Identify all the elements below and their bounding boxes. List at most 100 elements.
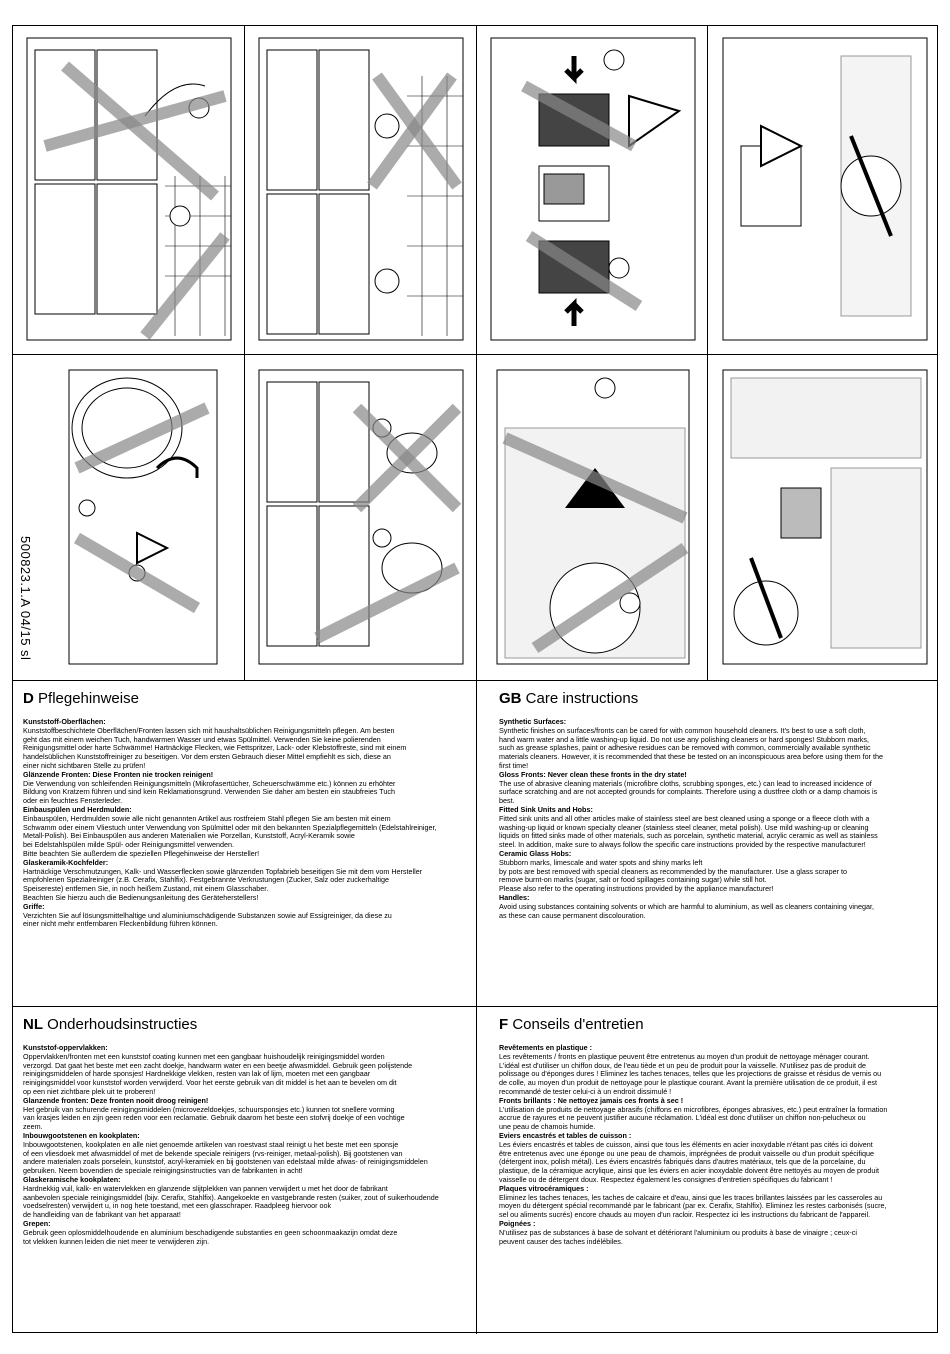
text-line: Les revêtements / fronts en plastique pe…	[499, 1051, 870, 1061]
section-nl: NL Onderhoudsinstructies Kunststof-opper…	[17, 1016, 472, 1326]
section-heading: Fronts brillants : Ne nettoyez jamais ce…	[499, 1095, 684, 1105]
text-line: washing-up liquid or known specialty cle…	[499, 822, 869, 832]
section-heading: Revêtements en plastique :	[499, 1043, 593, 1052]
text-line: plastique, de la céramique acrylique, ai…	[499, 1166, 879, 1176]
text-line: Stubborn marks, limescale and water spot…	[499, 857, 703, 867]
text-line: einer nicht sichtbaren Stelle zu prüfen!	[23, 760, 146, 770]
divider	[13, 680, 937, 681]
text-line: einer nicht mehr entfernbaren Fleckenbil…	[23, 919, 218, 929]
divider	[13, 354, 937, 355]
text-line: van krasjes leiden en zijn geen reden vo…	[23, 1113, 405, 1123]
section-heading: Fitted Sink Units and Hobs:	[499, 804, 593, 814]
text-line: accrue de rayures et ne peuvent justifie…	[499, 1113, 866, 1123]
text-line: Schwamm oder einem Vliestuch unter Verwe…	[23, 822, 437, 832]
section-fr: F Conseils d'entretien Revêtements en pl…	[493, 1016, 935, 1326]
text-line: voedselresten) verwijdert u, in nog hete…	[23, 1201, 332, 1211]
text-line: of een vliesdoek met afwasmiddel of met …	[23, 1148, 403, 1158]
section-body: Revêtements en plastique :Les revêtement…	[499, 1043, 929, 1246]
text-line: materials cleaners. However, it is recom…	[499, 752, 883, 762]
text-line: sel ou aliments sucrés) encore chauds au…	[499, 1210, 871, 1220]
section-heading: Glänzende Fronten: Diese Fronten nie tro…	[23, 769, 214, 779]
text-line: peuvent causer des taches indélébiles.	[499, 1236, 623, 1246]
section-heading: Einbauspülen und Herdmulden:	[23, 804, 132, 814]
text-line: Verzichten Sie auf lösungsmittelhaltige …	[23, 910, 392, 920]
section-heading: Inbouwgootstenen en kookplaten:	[23, 1130, 140, 1140]
section-body: Synthetic Surfaces:Synthetic finishes on…	[499, 717, 929, 920]
text-line: aanbevolen speciale reinigingsmiddel (bi…	[23, 1192, 439, 1202]
text-line: surface scratching and are not accepted …	[499, 787, 878, 797]
text-line: liquids on fitted sinks made of other ma…	[499, 831, 878, 841]
illustration-cleaning-front-cloth	[25, 36, 233, 342]
text-line: Synthetic finishes on surfaces/fronts ca…	[499, 725, 866, 735]
text-line: N'utilisez pas de substances à base de s…	[499, 1227, 857, 1237]
text-line: The use of abrasive cleaning materials (…	[499, 778, 872, 788]
text-line: Bitte beachten Sie außerdem die speziell…	[23, 848, 260, 858]
text-line: andere materialen zoals porselein, kunst…	[23, 1157, 428, 1167]
text-line: as these can cause permanent discolourat…	[499, 910, 646, 920]
section-heading: Kunststof-oppervlakken:	[23, 1043, 108, 1052]
text-line: de colle, au moyen d'un produit de netto…	[499, 1078, 878, 1088]
illustration-sink-cleaning	[67, 368, 219, 666]
text-line: Please also refer to the operating instr…	[499, 884, 774, 894]
section-body: Kunststoff-Oberflächen:Kunststoffbeschic…	[23, 717, 466, 929]
text-line: une peau de chamois humide.	[499, 1122, 596, 1132]
text-line: remove burnt-on marks (sugar, salt or fo…	[499, 875, 767, 885]
text-line: Oppervlakken/fronten met een kunststof c…	[23, 1051, 385, 1061]
text-line: Les éviers encastrés et tables de cuisso…	[499, 1139, 873, 1149]
text-line: hand warm water and a little washing-up …	[499, 734, 869, 744]
text-line: such as grease splashes, paint or adhesi…	[499, 743, 871, 753]
section-body: Kunststof-oppervlakken:Oppervlakken/fron…	[23, 1043, 466, 1246]
text-line: Eliminez les taches tenaces, les taches …	[499, 1192, 883, 1202]
divider	[13, 1006, 937, 1007]
section-heading: Plaques vitrocéramiques :	[499, 1183, 589, 1193]
section-heading: Gloss Fronts: Never clean these fronts i…	[499, 769, 687, 779]
text-line: Kunststoffbeschichtete Oberflächen/Front…	[23, 725, 395, 735]
section-title: D Pflegehinweise	[23, 690, 139, 707]
illustration-cutting-board	[257, 36, 465, 342]
text-line: bei Edelstahlspülen milde Spül- oder Rei…	[23, 840, 234, 850]
section-heading: Griffe:	[23, 901, 45, 911]
section-heading: Eviers encastrés et tables de cuisson :	[499, 1130, 632, 1140]
text-line: empfohlenen Spezialreiniger (z.B. Cerafi…	[23, 875, 389, 885]
text-line: recommandé de tester celui-ci à un endro…	[499, 1086, 672, 1096]
section-heading: Handles:	[499, 892, 530, 902]
section-heading: Glanzende fronten: Deze fronten nooit dr…	[23, 1095, 209, 1105]
text-line: by pots are best removed with special cl…	[499, 866, 847, 876]
text-line: first time!	[499, 760, 529, 770]
text-line: L'utilisation de produits de nettoyage a…	[499, 1104, 888, 1114]
section-heading: Poignées :	[499, 1218, 536, 1228]
text-line: être entretenus avec une éponge ou une p…	[499, 1148, 874, 1158]
text-line: Beachten Sie hierzu auch die Bedienungsa…	[23, 892, 259, 902]
text-line: reinigingsmiddelen of harde sponsjes! Ha…	[23, 1069, 371, 1079]
illustration-silicone-sealing	[721, 36, 929, 342]
illustration-silicone-corner	[721, 368, 929, 666]
text-line: steel. In addition, make sure to always …	[499, 840, 866, 850]
text-line: Einbauspülen, Herdmulden sowie alle nich…	[23, 813, 391, 823]
text-line: oder ein feuchtes Fensterleder.	[23, 796, 123, 806]
text-line: op een niet zichtbare plek uit te prober…	[23, 1086, 156, 1096]
text-line: (détergent inox, polish métal). Les évie…	[499, 1157, 866, 1167]
text-line: Fitted sink units and all other articles…	[499, 813, 870, 823]
divider	[476, 26, 477, 1334]
section-heading: Synthetic Surfaces:	[499, 717, 567, 726]
text-line: Die Verwendung von schleifenden Reinigun…	[23, 778, 396, 788]
divider	[707, 26, 708, 680]
text-line: best.	[499, 796, 515, 806]
text-line: Hardnekkig vuil, kalk- en watervlekken e…	[23, 1183, 388, 1193]
text-line: Metall-Polish). Bei Einbauspülen aus and…	[23, 831, 355, 841]
text-line: Speisereste) entfernen Sie, in noch heiß…	[23, 884, 269, 894]
text-line: polissage ou d'éponges dures ! Eliminez …	[499, 1069, 882, 1079]
text-line: verzorgd. Dat gaat het beste met een zac…	[23, 1060, 413, 1070]
text-line: de handleiding van de fabrikant van het …	[23, 1210, 181, 1220]
section-heading: Grepen:	[23, 1218, 51, 1228]
section-heading: Glaskeramik-Kochfelder:	[23, 857, 109, 867]
text-line: vaisselle ou de détergent doux. Respecte…	[499, 1174, 833, 1184]
text-line: tot vlekken kunnen leiden die niet meer …	[23, 1236, 210, 1246]
text-line: reinigingsmiddel voor kunststof worden v…	[23, 1078, 397, 1088]
section-de: D Pflegehinweise Kunststoff-Oberflächen:…	[17, 690, 472, 1000]
illustration-appliance-heat	[489, 36, 697, 342]
text-line: geht das mit einem weichen Tuch, handwar…	[23, 734, 381, 744]
illustration-extractor-steam	[495, 368, 691, 666]
section-heading: Kunststoff-Oberflächen:	[23, 717, 106, 726]
text-line: Bildung von Kratzern führen und sind kei…	[23, 787, 395, 797]
